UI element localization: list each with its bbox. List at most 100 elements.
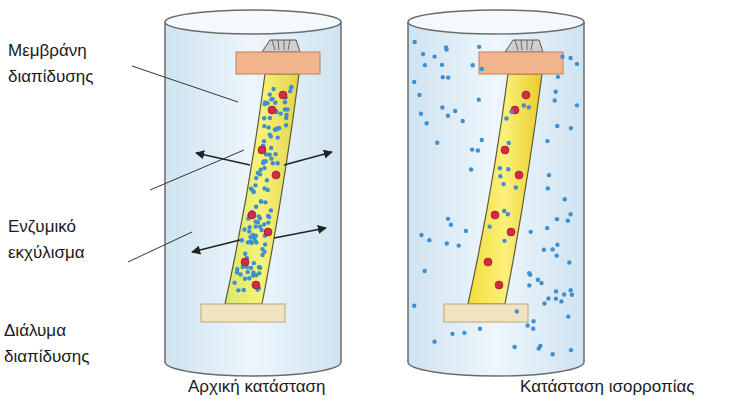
- small-molecule: [251, 189, 255, 193]
- small-molecule: [531, 326, 535, 330]
- small-molecule: [545, 226, 549, 230]
- small-molecule: [446, 75, 450, 79]
- small-molecule: [271, 161, 275, 165]
- small-molecule: [525, 323, 529, 327]
- small-molecule: [480, 138, 484, 142]
- small-molecule: [263, 242, 267, 246]
- small-molecule: [269, 134, 273, 138]
- small-molecule: [554, 296, 558, 300]
- small-molecule: [262, 166, 266, 170]
- small-molecule: [470, 147, 474, 151]
- small-molecule: [279, 111, 283, 115]
- small-molecule: [522, 103, 526, 107]
- small-molecule: [441, 75, 445, 79]
- small-molecule: [259, 199, 263, 203]
- small-molecule: [274, 128, 278, 132]
- small-molecule: [506, 212, 510, 216]
- small-molecule: [514, 185, 518, 189]
- solution-label: Διάλυμα διαπίδυσης: [4, 318, 124, 369]
- small-molecule: [553, 98, 557, 102]
- small-molecule: [259, 228, 263, 232]
- enzyme-molecule: [248, 211, 256, 219]
- extract-label: Ενζυμικό εκχύλισμα: [8, 214, 126, 265]
- small-molecule: [424, 121, 428, 125]
- small-molecule: [542, 301, 546, 305]
- small-molecule: [262, 139, 266, 143]
- small-molecule: [251, 233, 255, 237]
- state-caption: Αρχική κατάσταση: [188, 374, 326, 400]
- small-molecule: [477, 45, 481, 49]
- small-molecule: [269, 156, 273, 160]
- small-molecule: [265, 178, 269, 182]
- small-molecule: [248, 239, 252, 243]
- small-molecule: [412, 304, 416, 308]
- diffusion-arrows: [192, 152, 332, 252]
- membrane-label: Μεμβράνη διαπίδυσης: [8, 38, 130, 89]
- small-molecule: [262, 116, 266, 120]
- small-molecule: [462, 331, 466, 335]
- small-molecule: [501, 182, 505, 186]
- small-molecule: [243, 277, 247, 281]
- small-molecule: [555, 243, 559, 247]
- small-molecule: [419, 233, 423, 237]
- small-molecule: [247, 229, 251, 233]
- small-molecule: [568, 288, 572, 292]
- enzyme-molecule: [241, 258, 249, 266]
- small-molecule: [435, 141, 439, 145]
- molecule-dots: [232, 40, 579, 357]
- small-molecule: [546, 296, 550, 300]
- small-molecule: [464, 229, 468, 233]
- small-molecule: [266, 125, 270, 129]
- small-molecule: [502, 239, 506, 243]
- small-molecule: [254, 176, 258, 180]
- enzyme-molecule: [484, 258, 492, 266]
- small-molecule: [487, 224, 491, 228]
- small-molecule: [273, 101, 277, 105]
- small-molecule: [266, 214, 270, 218]
- small-molecule: [559, 299, 563, 303]
- small-molecule: [258, 265, 262, 269]
- small-molecule: [268, 92, 272, 96]
- small-molecule: [257, 214, 261, 218]
- small-molecule: [258, 168, 262, 172]
- small-molecule: [569, 126, 573, 130]
- small-molecule: [445, 241, 449, 245]
- small-molecule: [238, 272, 242, 276]
- small-molecule: [531, 319, 535, 323]
- small-molecule: [567, 260, 571, 264]
- small-molecule: [257, 265, 261, 269]
- small-molecule: [556, 75, 560, 79]
- small-molecule: [289, 85, 293, 89]
- small-molecule: [253, 219, 257, 223]
- small-molecule: [262, 124, 266, 128]
- small-molecule: [457, 243, 461, 247]
- small-molecule: [417, 93, 421, 97]
- small-molecule: [453, 109, 457, 113]
- small-molecule: [259, 199, 263, 203]
- leader-lines: [128, 66, 244, 262]
- small-molecule: [266, 220, 270, 224]
- small-molecule: [242, 288, 246, 292]
- small-molecule: [470, 63, 474, 67]
- small-molecule: [498, 174, 502, 178]
- small-molecule: [562, 292, 566, 296]
- small-molecule: [235, 267, 239, 271]
- small-molecule: [423, 63, 427, 67]
- small-molecule: [242, 227, 246, 231]
- small-molecule: [507, 141, 511, 145]
- small-molecule: [412, 40, 416, 44]
- small-molecule: [566, 219, 570, 223]
- small-molecule: [283, 100, 287, 104]
- small-molecule: [498, 166, 502, 170]
- enzyme-molecule: [268, 106, 276, 114]
- small-molecule: [515, 309, 519, 313]
- small-molecule: [440, 105, 444, 109]
- enzyme-molecule: [495, 281, 503, 289]
- small-molecule: [262, 186, 266, 190]
- small-molecule: [566, 314, 570, 318]
- small-molecule: [575, 103, 579, 107]
- small-molecule: [253, 183, 257, 187]
- small-molecule: [275, 161, 279, 165]
- enzyme-molecule: [522, 91, 530, 99]
- small-molecule: [449, 223, 453, 227]
